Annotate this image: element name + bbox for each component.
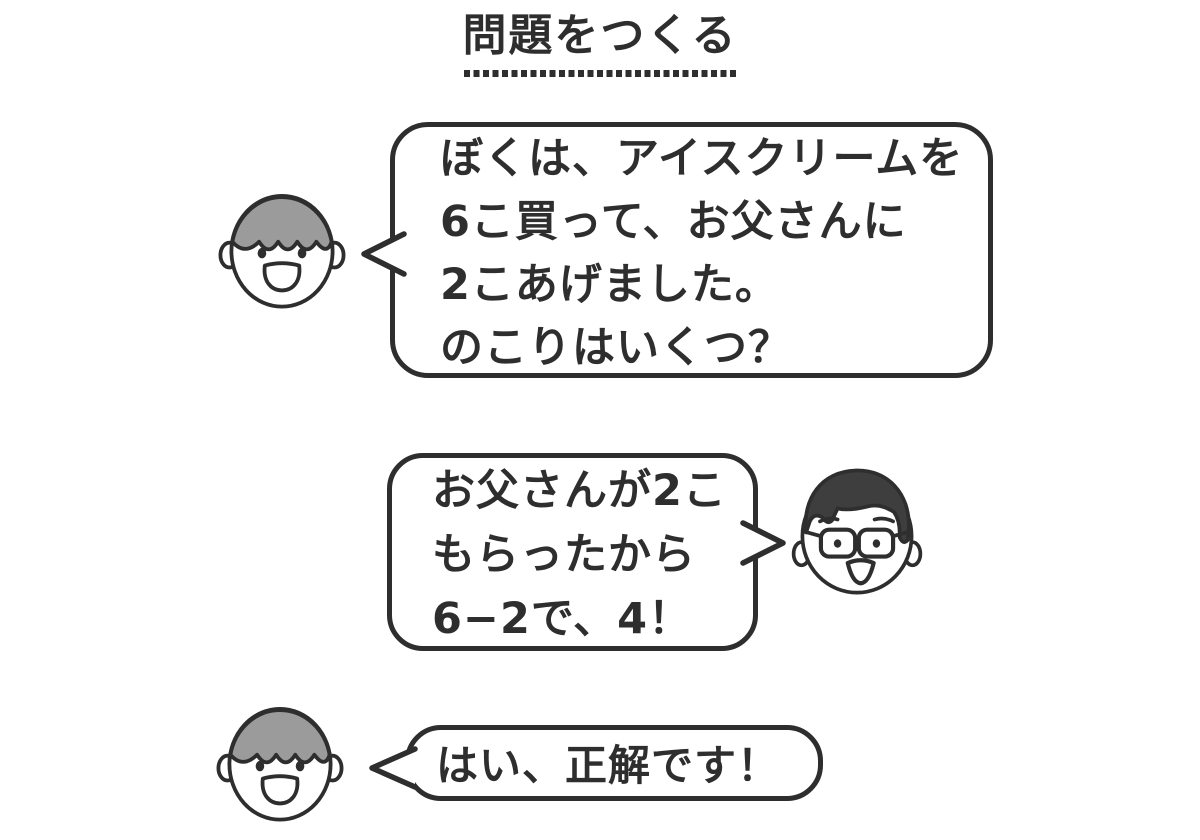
father-eyebrow-left (818, 516, 840, 524)
father-eyebrow-right (872, 516, 895, 524)
bubble-line: のこりはいくつ？ (440, 323, 792, 373)
father-face-icon (791, 464, 923, 598)
father-eye-right (872, 539, 881, 548)
bubble-tail-right-icon (740, 520, 786, 566)
boy-face-icon (216, 707, 344, 822)
bubble-line: はい、正解です！ (436, 740, 781, 790)
bubble-line: もらったから (432, 530, 696, 580)
bubble-tail-left-icon (369, 746, 418, 790)
father-eye-left (833, 539, 842, 548)
title-dotted-underline (464, 70, 736, 77)
father-mouth (845, 558, 876, 586)
boy-eye-left (257, 247, 267, 259)
page-title: 問題をつくる (462, 10, 738, 61)
boy-eye-right (297, 247, 307, 259)
bubble-line: ぼくは、アイスクリームを (440, 134, 964, 184)
page-header: 問題をつくる (0, 10, 1200, 77)
bubble-tail-left-icon (361, 231, 407, 277)
father-hair (803, 468, 911, 544)
boy-hair (228, 708, 332, 765)
bubble-line: 6−2で、4！ (432, 594, 693, 644)
bubble-line: 6こ買って、お父さんに (440, 197, 907, 247)
boy-eye-right (295, 760, 305, 772)
bubble-line: お父さんが2こ (432, 466, 727, 516)
boy-face-icon (216, 707, 344, 823)
boy-face-icon (218, 194, 346, 309)
boy-eye-left (255, 760, 265, 772)
speech-bubble-boy-confirmation: はい、正解です！ (369, 725, 823, 801)
glasses-temple-right (891, 529, 912, 539)
boy-face-icon (218, 194, 346, 310)
boy-mouth (262, 261, 302, 293)
speech-bubble-father-answer: お父さんが2こ もらったから 6−2で、4！ (387, 453, 786, 651)
speech-bubble-boy-question: ぼくは、アイスクリームを 6こ買って、お父さんに 2こあげました。 のこりはいく… (361, 122, 993, 378)
boy-hair (230, 195, 334, 252)
father-face-icon (791, 468, 923, 595)
boy-mouth (260, 774, 300, 806)
bubble-line: 2こあげました。 (440, 260, 779, 310)
